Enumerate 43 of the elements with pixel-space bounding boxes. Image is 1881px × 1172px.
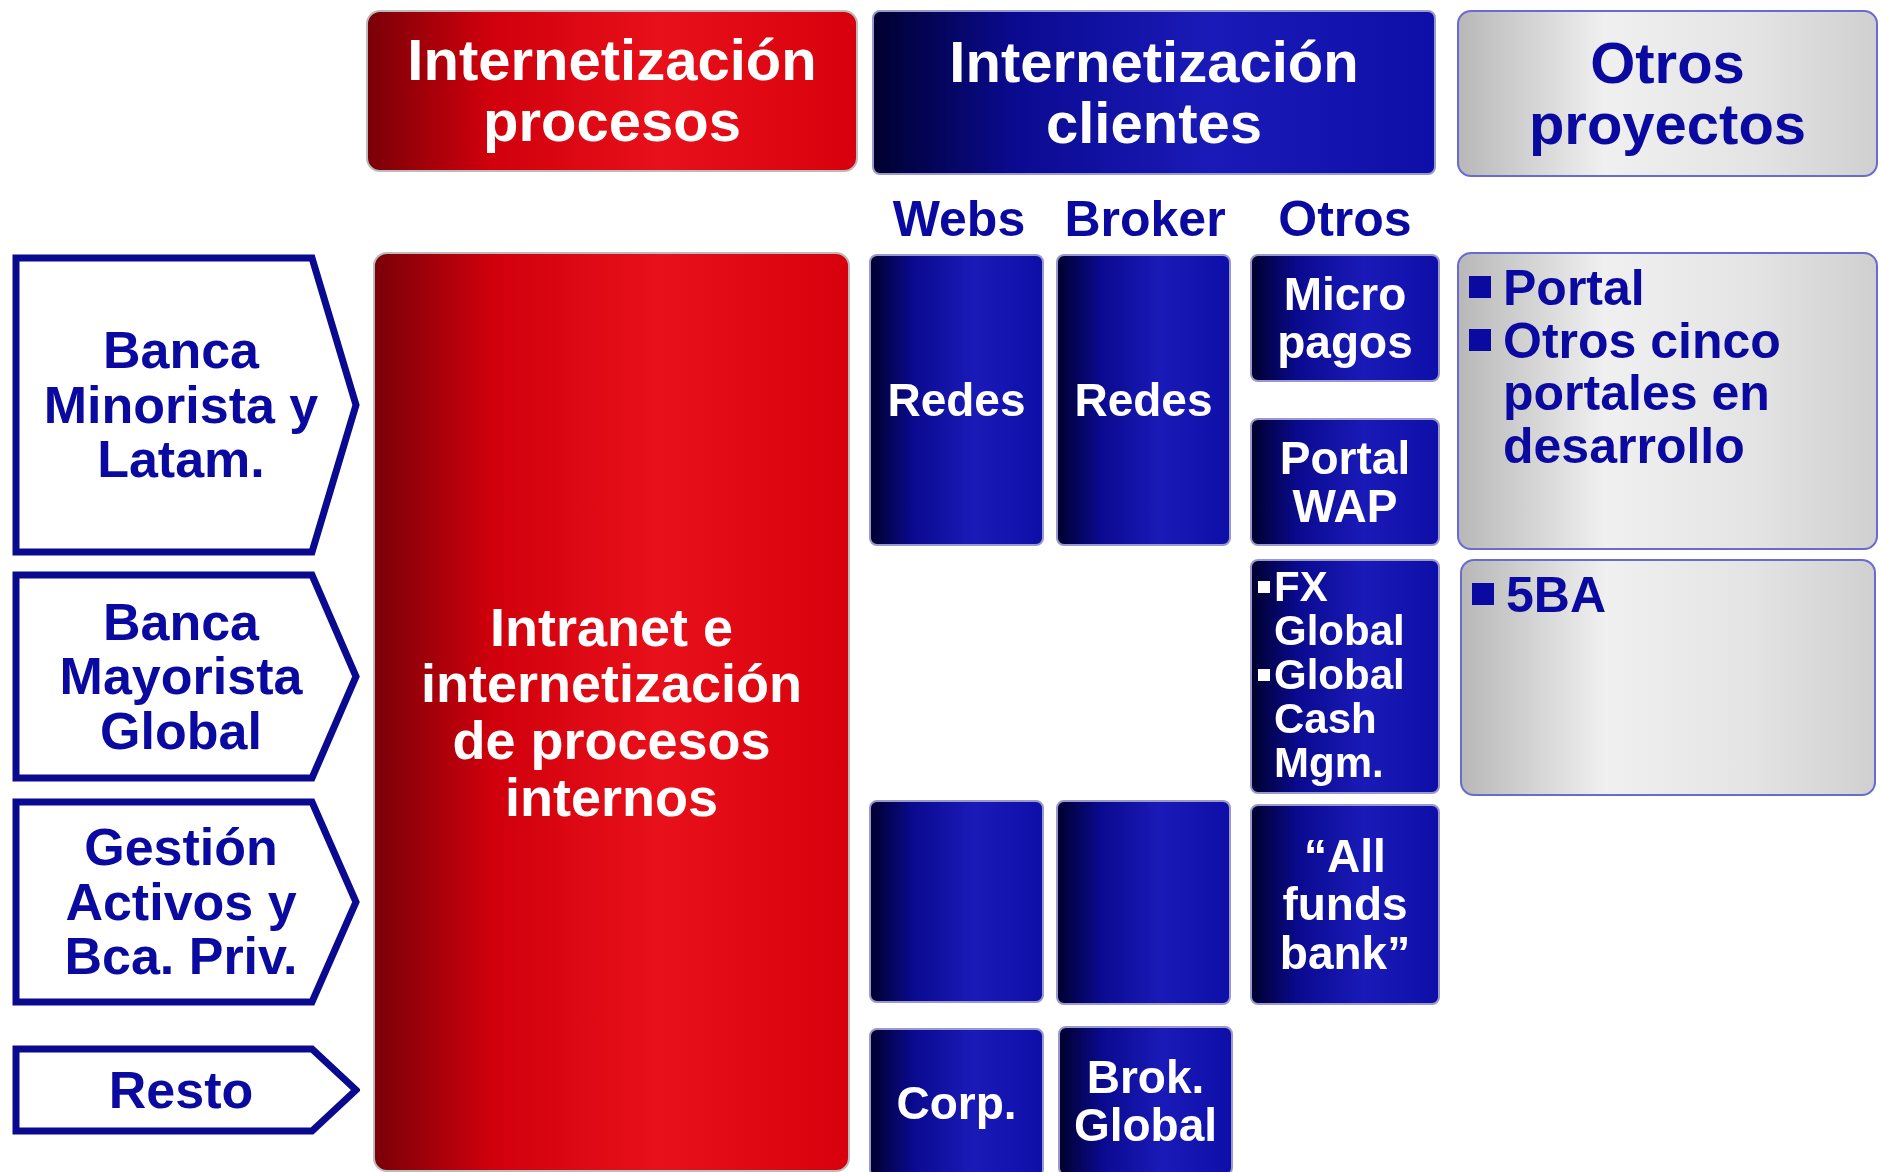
- category-tile: [872, 10, 1436, 175]
- category-tile: [1250, 418, 1440, 546]
- tile-label: Internetización procesos: [406, 30, 818, 152]
- row-heading-tag: [12, 571, 360, 782]
- tile-label: Brok. Global: [1072, 1052, 1219, 1150]
- category-tile: [869, 254, 1044, 546]
- column-heading: Webs: [891, 190, 1027, 248]
- category-tile: [869, 800, 1044, 1003]
- item-text: FX Global: [1274, 565, 1406, 654]
- tile-label: Micro pagos: [1276, 269, 1414, 367]
- column-heading: Broker: [1063, 190, 1227, 248]
- tile-label: “All funds bank”: [1278, 832, 1412, 977]
- tile-label: Otros proyectos: [1527, 32, 1808, 155]
- tile-label: Internetización clientes: [948, 31, 1360, 154]
- category-tile: [1250, 559, 1440, 794]
- tile-label: Redes: [887, 375, 1026, 425]
- project-panel: [1460, 559, 1876, 796]
- tile-label: Redes: [1074, 375, 1213, 425]
- item-text: 5BA: [1506, 569, 1607, 622]
- header-band: [366, 10, 858, 172]
- category-tile: [1056, 254, 1231, 546]
- item-text: Otros cinco portales en desarrollo: [1503, 314, 1782, 472]
- tile-label: Gestión Activos y Bca. Priv.: [63, 820, 299, 984]
- category-tile: [1250, 254, 1440, 382]
- item-text: Portal: [1503, 262, 1645, 315]
- item-text: Global Cash Mgm.: [1274, 653, 1406, 786]
- row-heading-tag: [12, 254, 360, 556]
- tile-label: Banca Mayorista Global: [58, 594, 304, 759]
- category-tile: [1058, 1026, 1233, 1172]
- category-tile: [869, 1028, 1044, 1172]
- category-tile: [1056, 800, 1231, 1005]
- tile-label: Corp.: [896, 1078, 1017, 1128]
- column-heading: Otros: [1277, 190, 1413, 248]
- header-band: [1457, 10, 1878, 177]
- tile-label: Portal WAP: [1278, 433, 1412, 531]
- project-panel: [1457, 252, 1878, 550]
- row-heading-tag: [12, 798, 360, 1006]
- tile-label: Banca Minorista y Latam.: [42, 323, 320, 487]
- process-panel: [373, 252, 850, 1172]
- category-tile: [1250, 804, 1440, 1005]
- row-heading-tag: [12, 1045, 360, 1135]
- tile-label: Intranet e internetización de procesos internos: [419, 598, 804, 826]
- tile-label: Resto: [108, 1062, 254, 1118]
